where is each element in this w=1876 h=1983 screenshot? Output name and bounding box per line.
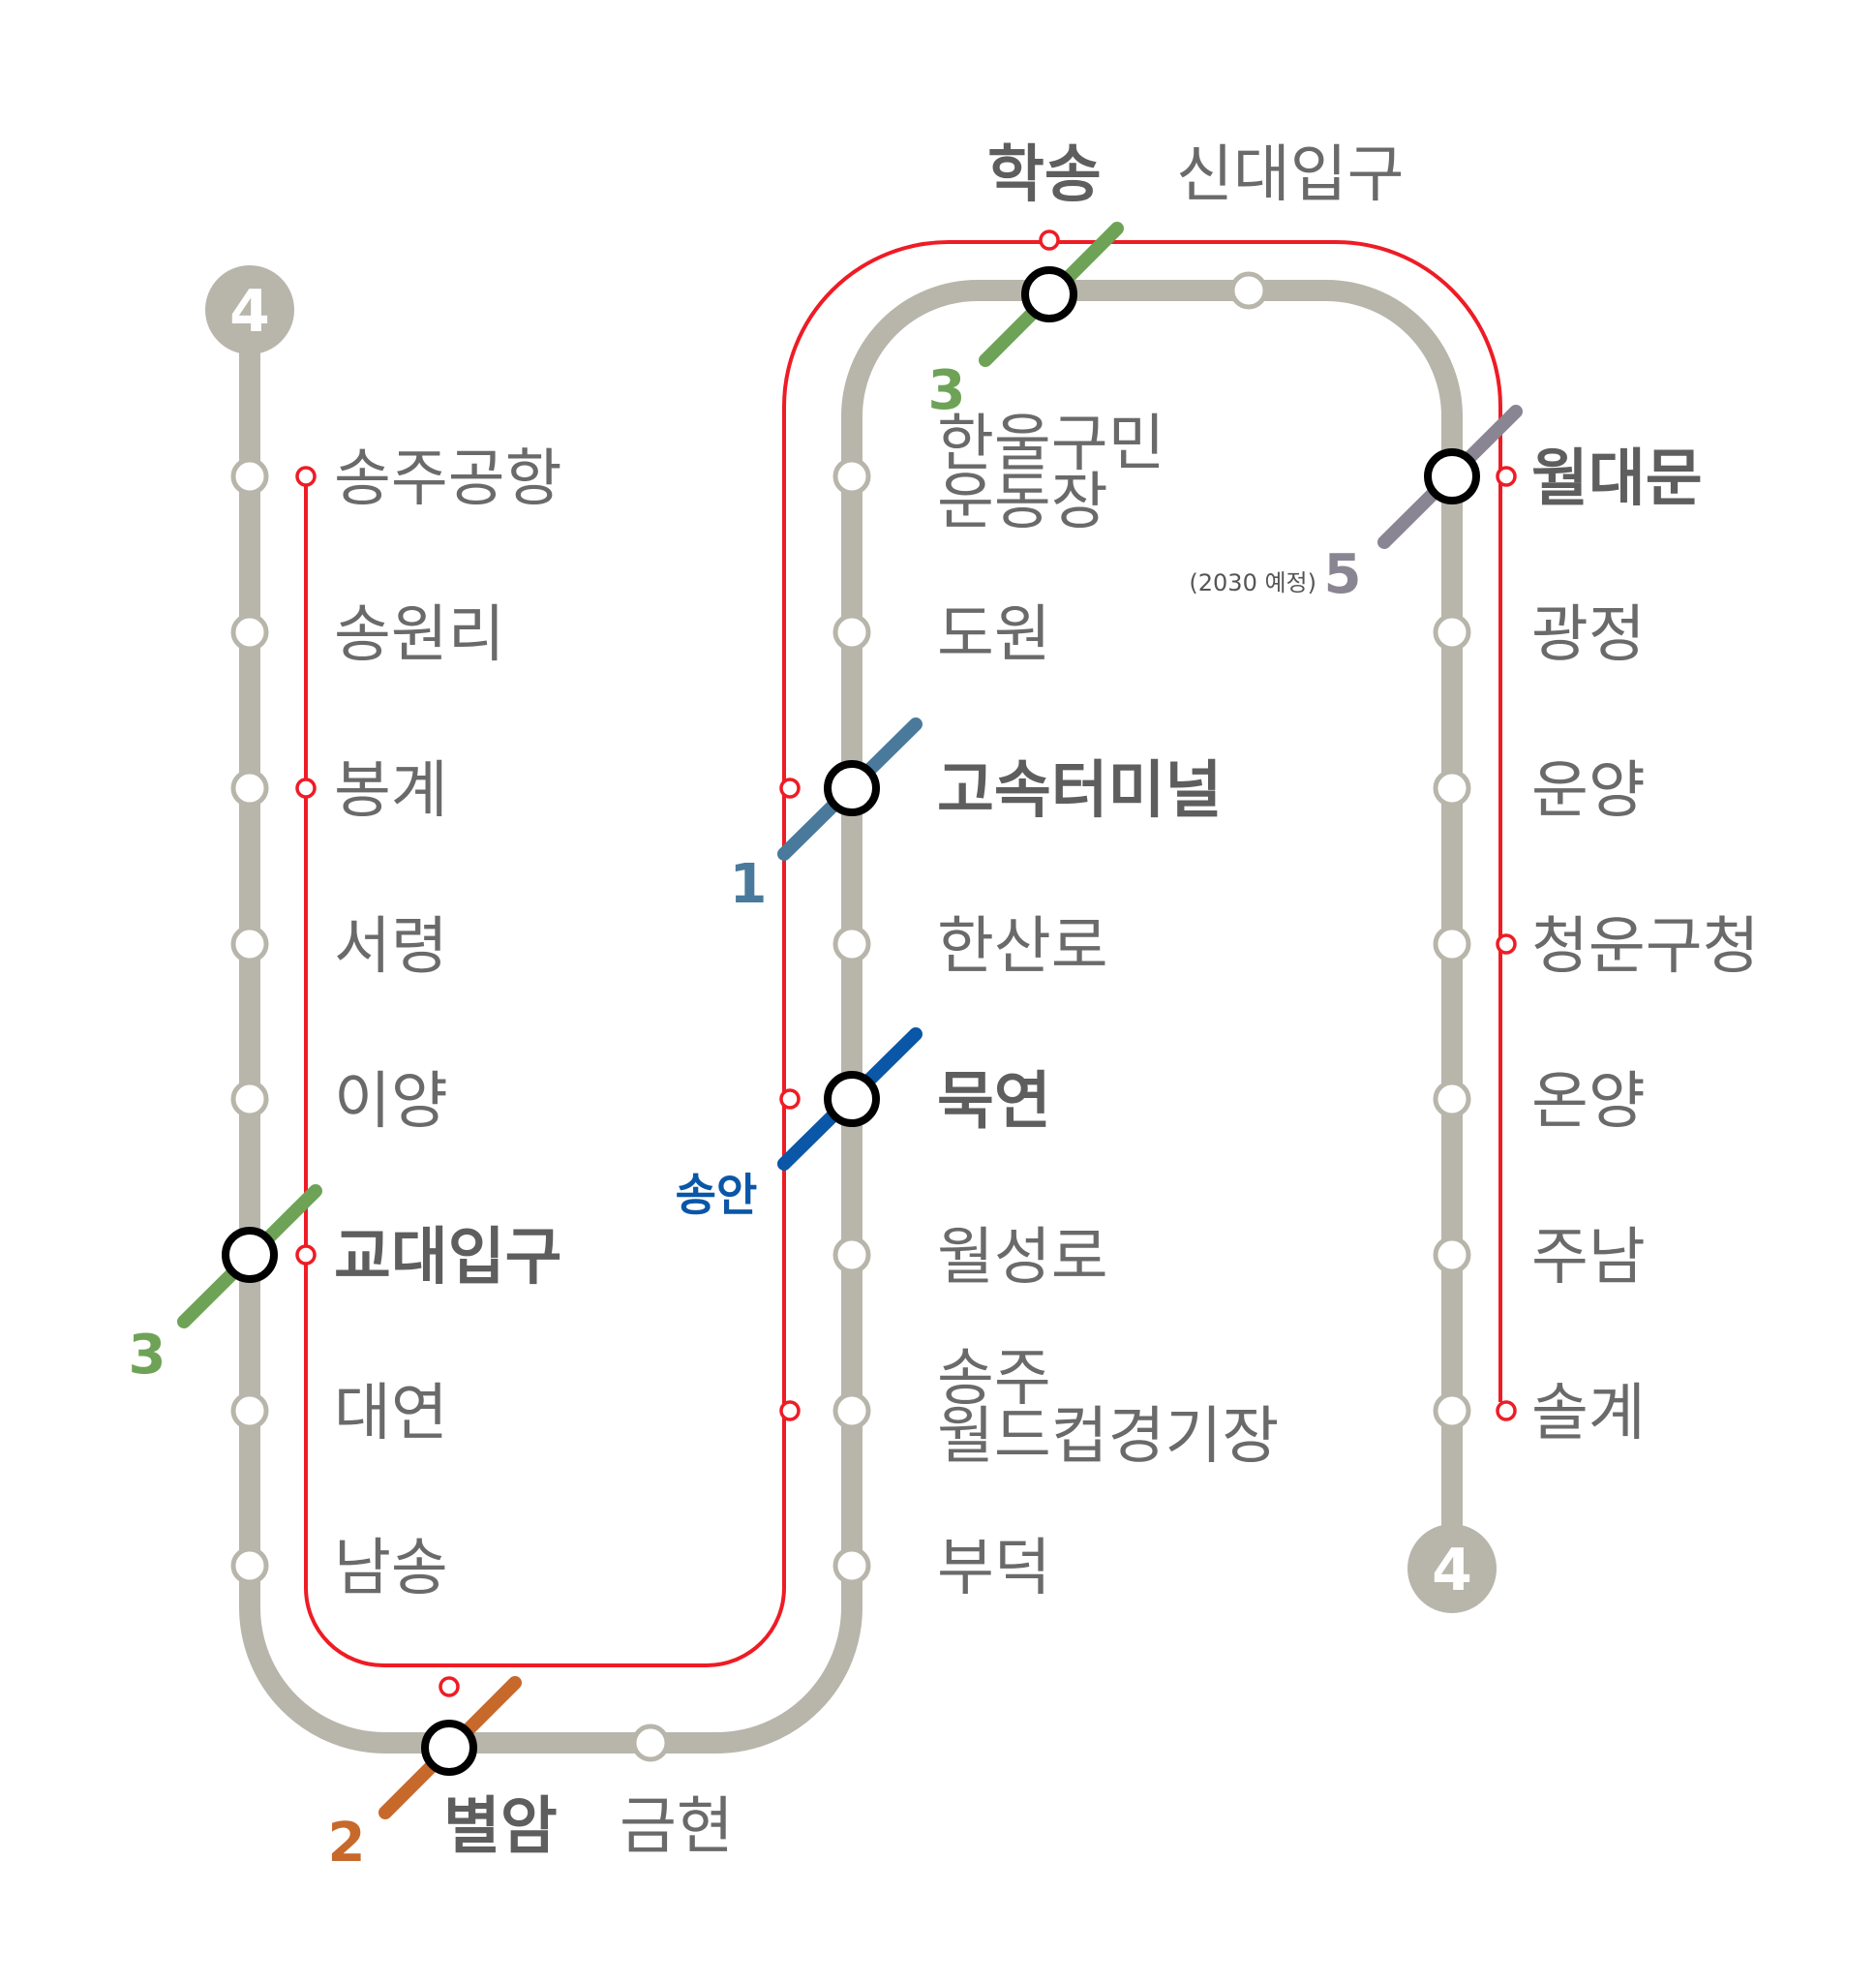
express-stop-bonggye [295, 778, 317, 799]
transfer-stop-terminal [824, 760, 880, 816]
stop-songwonri [230, 613, 269, 652]
label-daeyeon: 대연 [334, 1378, 448, 1449]
line-4-stops [230, 271, 1471, 1762]
label-hansanro: 한산로 [937, 911, 1108, 983]
terminal-badge-top: 4 [205, 265, 294, 354]
line-4-track [239, 280, 1463, 1754]
label-gyodae-ipgu: 교대입구 [334, 1222, 562, 1294]
label-woldaemun: 월대문 [1531, 443, 1703, 515]
stop-onyang [1433, 1080, 1471, 1118]
label-mugyeon: 묵연 [937, 1066, 1051, 1138]
stop-unyang [1433, 769, 1471, 808]
transfer-stop-mugyeon [824, 1071, 880, 1127]
transfer-line-mugyeon: 송안 [676, 1169, 758, 1221]
label-worldcup-line1: 송주 [937, 1343, 1051, 1415]
express-stop-solgye [1496, 1400, 1517, 1421]
stop-sindae-ipgu [1229, 271, 1268, 310]
stop-namsong [230, 1546, 269, 1585]
terminal-number-top: 4 [229, 278, 270, 346]
express-stop-cheongun [1496, 933, 1517, 955]
transfer-stop-haksong [1021, 266, 1077, 322]
label-worldcup-line2: 월드컵경기장 [937, 1401, 1279, 1473]
transfer-line-byeolam: 2 [328, 1812, 366, 1875]
terminal-badge-bottom: 4 [1407, 1524, 1497, 1613]
express-stop-terminal [779, 778, 801, 799]
label-haksong: 학송 [987, 139, 1102, 211]
label-hanul-line1: 한울구민 [937, 409, 1165, 480]
express-stop-woldaemun [1496, 466, 1517, 487]
stop-junam [1433, 1236, 1471, 1274]
transfer-stop-woldaemun [1424, 448, 1480, 504]
stop-solgye [1433, 1391, 1471, 1430]
label-namsong: 남송 [334, 1533, 448, 1604]
stop-wolseongro [832, 1236, 871, 1274]
stop-bonggye [230, 769, 269, 808]
label-bonggye: 봉계 [334, 755, 448, 827]
stop-geumhyeon [631, 1724, 670, 1762]
express-stops [295, 229, 1517, 1697]
transfer-line-haksong: 3 [928, 359, 966, 422]
label-seoryeong: 서령 [334, 911, 448, 983]
express-stop-worldcup [779, 1400, 801, 1421]
transfer-note-woldaemun: (2030 예정) [1189, 569, 1316, 596]
label-sindae-ipgu: 신대입구 [1176, 139, 1405, 211]
express-line-red [304, 240, 1502, 1667]
stop-daeyeon [230, 1391, 269, 1430]
stop-cheongun [1433, 925, 1471, 963]
stop-budeok [832, 1546, 871, 1585]
label-hanul-line2: 운동장 [937, 467, 1108, 538]
stop-hanul [832, 457, 871, 496]
transfer-stops [222, 266, 1480, 1776]
express-stop-songju-airport [295, 466, 317, 487]
label-gwangjeong: 광정 [1531, 599, 1646, 671]
label-onyang: 온양 [1531, 1066, 1646, 1138]
transfer-line-woldaemun: 5 [1324, 543, 1362, 606]
transfer-line-terminal: 1 [730, 853, 768, 916]
label-solgye: 솔계 [1531, 1378, 1646, 1449]
label-dowon: 도원 [937, 599, 1051, 671]
express-stop-mugyeon [779, 1088, 801, 1110]
label-geumhyeon: 금현 [620, 1791, 734, 1863]
transfer-line-gyodae: 3 [129, 1324, 166, 1387]
express-stop-byeolam [439, 1676, 460, 1697]
label-express-terminal: 고속터미널 [937, 755, 1222, 827]
stop-seoryeong [230, 925, 269, 963]
label-byeolam: 별암 [443, 1791, 558, 1863]
stop-songju-airport [230, 457, 269, 496]
stop-gwangjeong [1433, 613, 1471, 652]
label-wolseongro: 월성로 [937, 1222, 1108, 1294]
express-stop-gyodae [295, 1244, 317, 1266]
label-unyang: 운양 [1531, 755, 1646, 827]
stop-hansanro [832, 925, 871, 963]
label-budeok: 부덕 [937, 1533, 1051, 1604]
label-songju-airport: 송주공항 [334, 443, 562, 515]
stop-dowon [832, 613, 871, 652]
label-songwonri: 송원리 [334, 599, 505, 671]
label-junam: 주남 [1531, 1222, 1646, 1294]
express-stop-haksong [1039, 229, 1060, 251]
transfer-stop-byeolam [421, 1720, 477, 1776]
stop-iyang [230, 1080, 269, 1118]
stop-worldcup [832, 1391, 871, 1430]
terminal-number-bottom: 4 [1432, 1537, 1472, 1604]
transfer-stop-gyodae [222, 1227, 278, 1283]
label-iyang: 이양 [334, 1066, 448, 1138]
label-cheongun-gucheong: 청운구청 [1531, 911, 1760, 983]
